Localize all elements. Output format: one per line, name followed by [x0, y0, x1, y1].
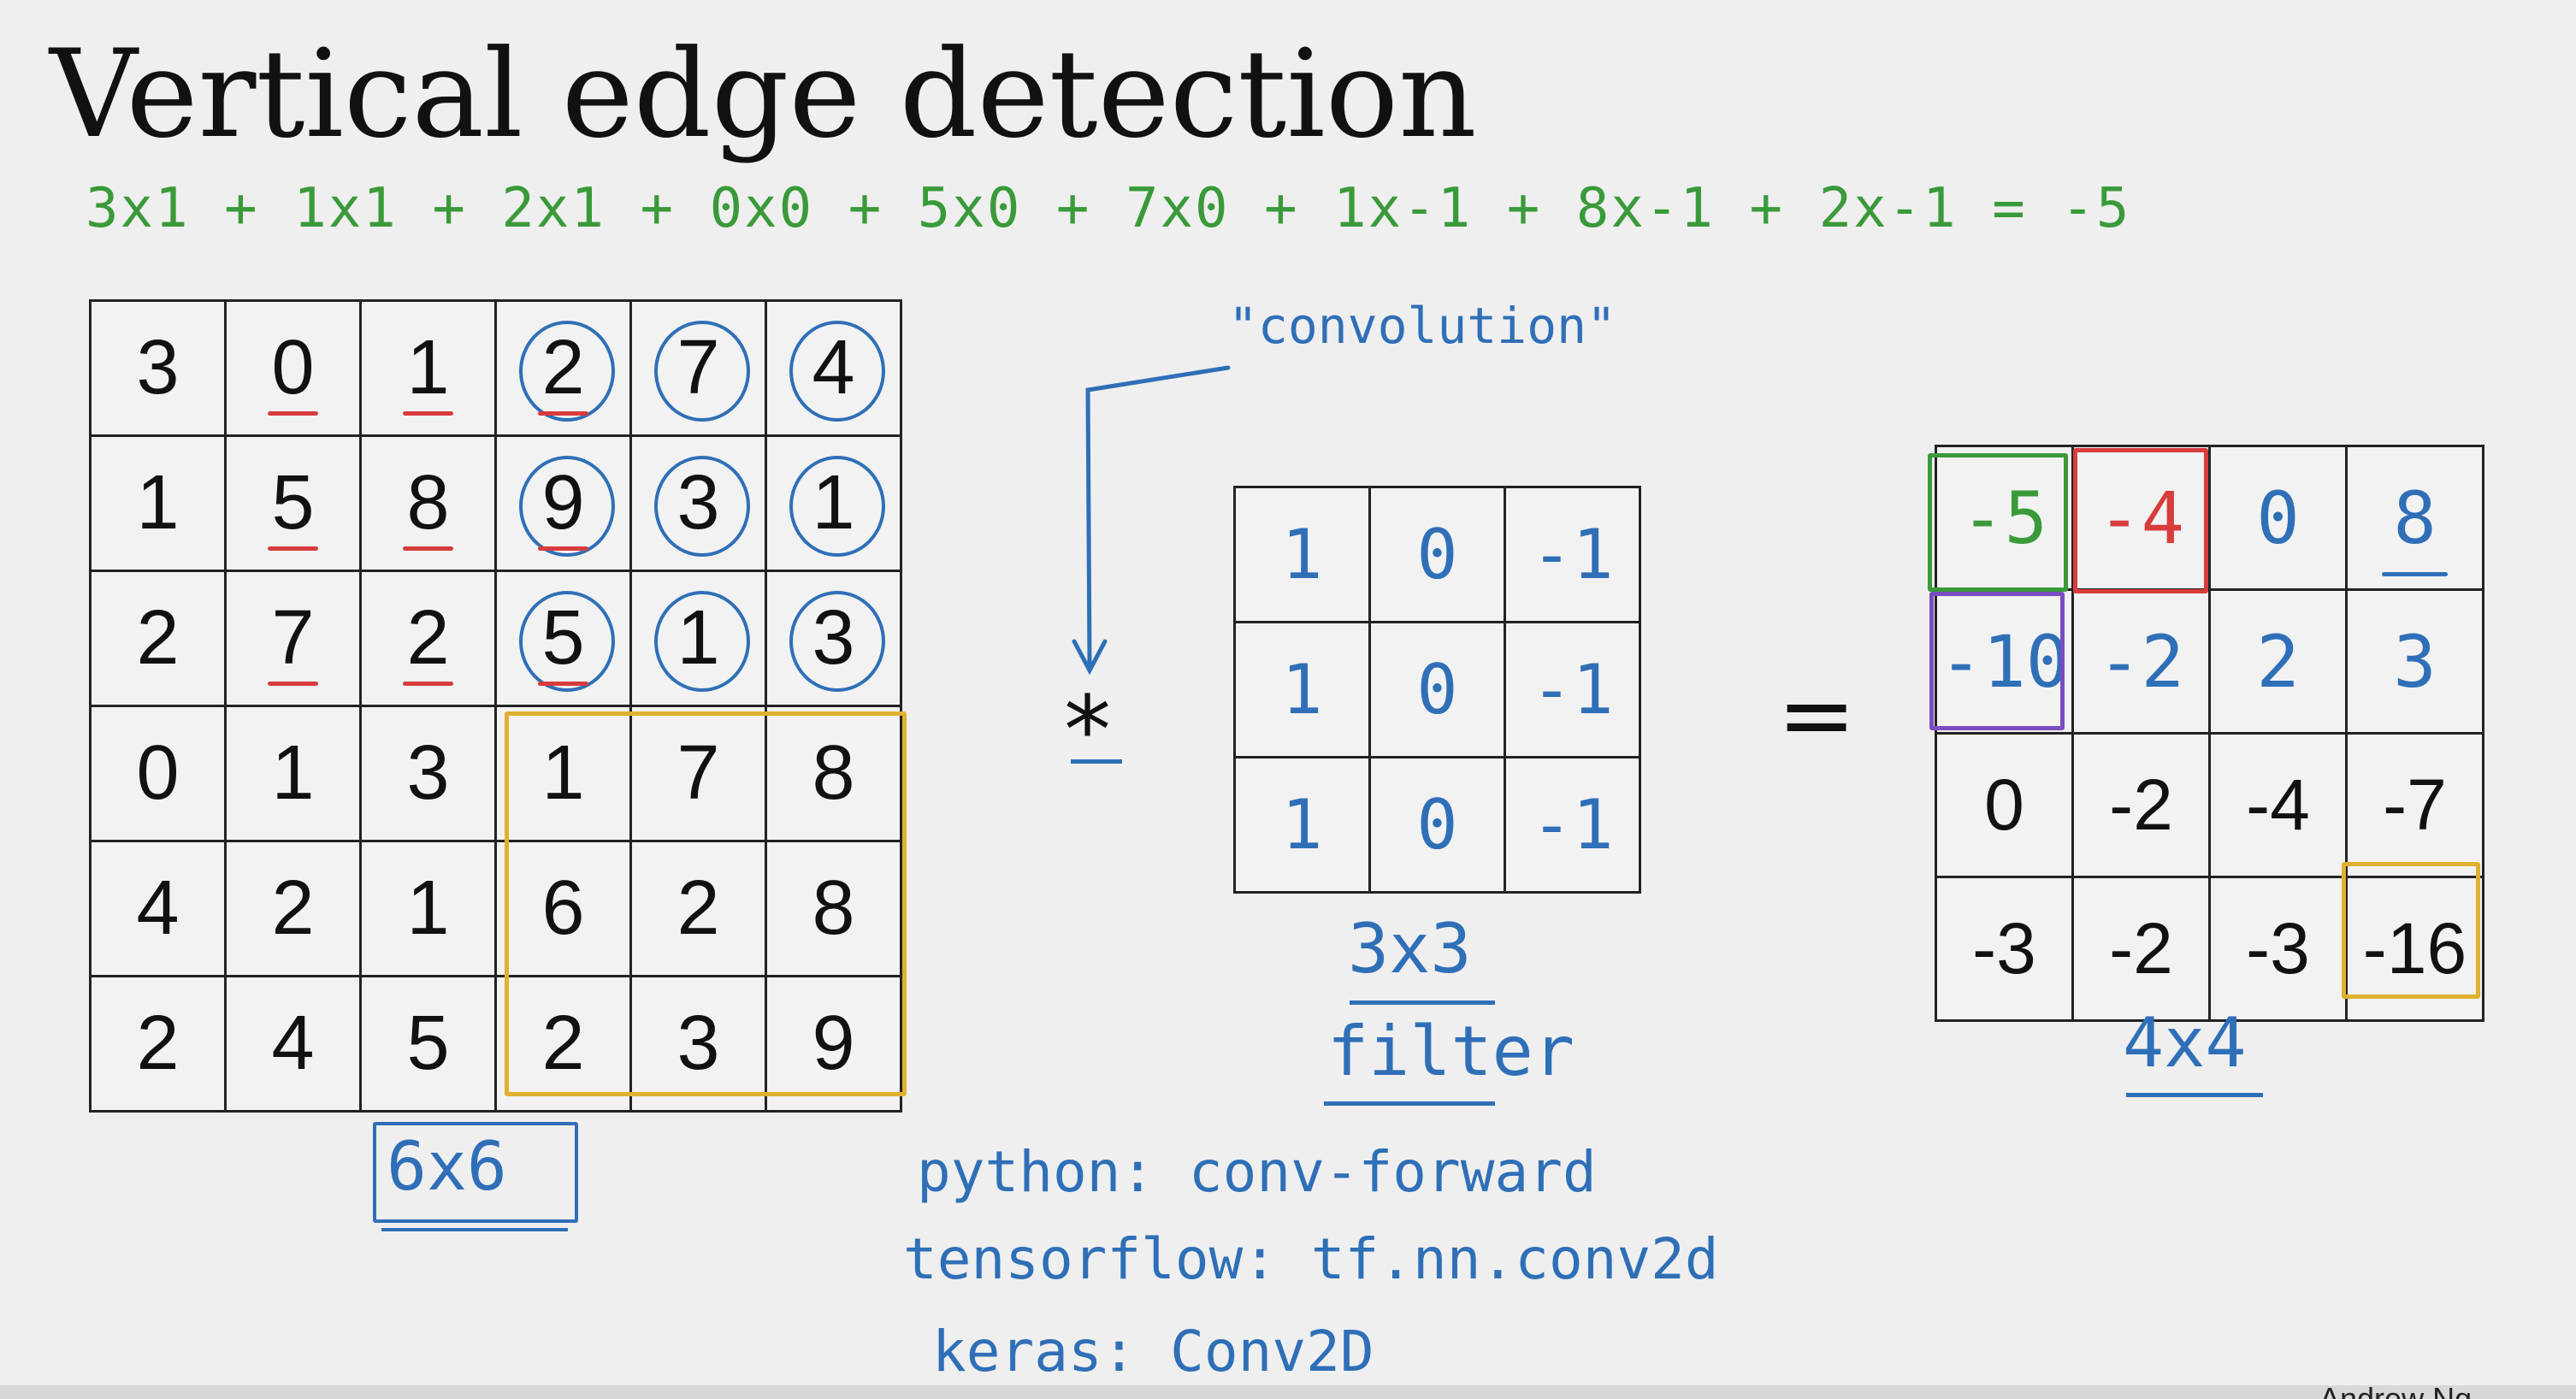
output-cell-r1c2: 2 — [2211, 591, 2348, 735]
output-cell-r3c2: -3 — [2211, 878, 2348, 1022]
output-cell-r3c3: -16 — [2348, 878, 2484, 1022]
output-cell-r1c3: 3 — [2348, 591, 2484, 735]
output-cell-r2c2: -4 — [2211, 735, 2348, 878]
input-cell-r1c5: 1 — [767, 437, 902, 572]
output-cell-r0c3: 8 — [2348, 447, 2484, 591]
convolution-arrow — [1072, 365, 1231, 676]
filter-label: filter — [1327, 1012, 1575, 1091]
output-cell-r3c0: -3 — [1937, 878, 2074, 1022]
input-cell-r2c5: 3 — [767, 572, 902, 707]
filter-cell-r0c2: -1 — [1506, 488, 1641, 623]
equals-operator: = — [1777, 660, 1857, 770]
input-cell-r2c1: 7 — [227, 572, 362, 707]
filter-cell-r2c2: -1 — [1506, 759, 1641, 894]
output-cell-r2c0: 0 — [1937, 735, 2074, 878]
input-cell-r3c0: 0 — [92, 707, 227, 842]
filter-cell-r1c2: -1 — [1506, 623, 1641, 759]
output-cell-r0c0: -5 — [1937, 447, 2074, 591]
input-cell-r3c1: 1 — [227, 707, 362, 842]
api-tensorflow: tensorflow: tf.nn.conv2d — [903, 1226, 1719, 1292]
input-cell-r4c2: 1 — [362, 842, 497, 977]
input-cell-r3c5: 8 — [767, 707, 902, 842]
output-highlight-r3c3 — [2342, 862, 2480, 999]
convolution-operator: * — [1064, 676, 1111, 785]
input-cell-r1c0: 1 — [92, 437, 227, 572]
input-cell-r2c0: 2 — [92, 572, 227, 707]
input-cell-r1c4: 3 — [632, 437, 767, 572]
input-cell-r2c2: 2 — [362, 572, 497, 707]
input-cell-r5c0: 2 — [92, 977, 227, 1113]
api-keras: keras: Conv2D — [932, 1319, 1374, 1384]
output-size-underline — [2126, 1093, 2263, 1097]
input-cell-r5c1: 4 — [227, 977, 362, 1113]
bottom-strip — [0, 1385, 2576, 1399]
filter-size-underline — [1350, 1001, 1495, 1005]
input-cell-r4c0: 4 — [92, 842, 227, 977]
input-cell-r3c3: 1 — [497, 707, 632, 842]
filter-cell-r0c0: 1 — [1236, 488, 1371, 623]
equation-annotation: 3x1 + 1x1 + 2x1 + 0x0 + 5x0 + 7x0 + 1x-1… — [86, 177, 2131, 240]
input-cell-r2c3: 5 — [497, 572, 632, 707]
input-cell-r0c3: 2 — [497, 302, 632, 437]
input-cell-r4c5: 8 — [767, 842, 902, 977]
input-cell-r0c2: 1 — [362, 302, 497, 437]
input-cell-r1c3: 9 — [497, 437, 632, 572]
input-cell-r5c2: 5 — [362, 977, 497, 1113]
input-cell-r3c2: 3 — [362, 707, 497, 842]
input-size-label: 6x6 — [387, 1129, 507, 1206]
filter-cell-r1c1: 0 — [1371, 623, 1506, 759]
input-cell-r2c4: 1 — [632, 572, 767, 707]
input-size-underline — [381, 1228, 568, 1231]
filter-cell-r2c0: 1 — [1236, 759, 1371, 894]
output-cell-r0c2: 0 — [2211, 447, 2348, 591]
input-size-box — [373, 1122, 578, 1223]
input-cell-r1c1: 5 — [227, 437, 362, 572]
input-cell-r5c3: 2 — [497, 977, 632, 1113]
input-cell-r0c5: 4 — [767, 302, 902, 437]
output-cell-r2c3: -7 — [2348, 735, 2484, 878]
convolution-label: "convolution" — [1228, 297, 1616, 355]
output-cell-r1c1: -2 — [2074, 591, 2211, 735]
input-cell-r4c1: 2 — [227, 842, 362, 977]
output-size-label: 4x4 — [2123, 1003, 2247, 1083]
input-cell-r3c4: 7 — [632, 707, 767, 842]
input-cell-r5c5: 9 — [767, 977, 902, 1113]
page-title: Vertical edge detection — [50, 24, 1477, 165]
input-matrix: 3 0 1 2 7 4 1 5 8 9 3 1 2 7 2 5 1 3 0 1 … — [89, 299, 902, 1113]
output-highlight-r1c0 — [1929, 592, 2065, 730]
output-cell-r1c0: -10 — [1937, 591, 2074, 735]
input-cell-r0c0: 3 — [92, 302, 227, 437]
output-highlight-r0c1 — [2073, 448, 2208, 593]
input-cell-r5c4: 3 — [632, 977, 767, 1113]
output-matrix: -5 -4 0 8 -10 -2 2 3 0 -2 -4 -7 -3 -2 -3… — [1935, 445, 2484, 1022]
input-cell-r0c4: 7 — [632, 302, 767, 437]
filter-size-label: 3x3 — [1348, 909, 1472, 989]
input-cell-r0c1: 0 — [227, 302, 362, 437]
input-window-highlight — [505, 711, 907, 1096]
filter-cell-r2c1: 0 — [1371, 759, 1506, 894]
output-highlight-r0c0 — [1928, 453, 2068, 592]
filter-cell-r0c1: 0 — [1371, 488, 1506, 623]
output-cell-r2c1: -2 — [2074, 735, 2211, 878]
api-python: python: conv-forward — [917, 1139, 1597, 1205]
convolution-operator-underline — [1071, 759, 1122, 764]
filter-cell-r1c0: 1 — [1236, 623, 1371, 759]
author-signature: Andrew Ng — [2319, 1381, 2473, 1399]
output-cell-r3c1: -2 — [2074, 878, 2211, 1022]
input-cell-r4c4: 2 — [632, 842, 767, 977]
filter-label-underline — [1324, 1101, 1495, 1106]
filter-matrix: 1 0 -1 1 0 -1 1 0 -1 — [1233, 486, 1641, 894]
input-cell-r1c2: 8 — [362, 437, 497, 572]
input-cell-r4c3: 6 — [497, 842, 632, 977]
